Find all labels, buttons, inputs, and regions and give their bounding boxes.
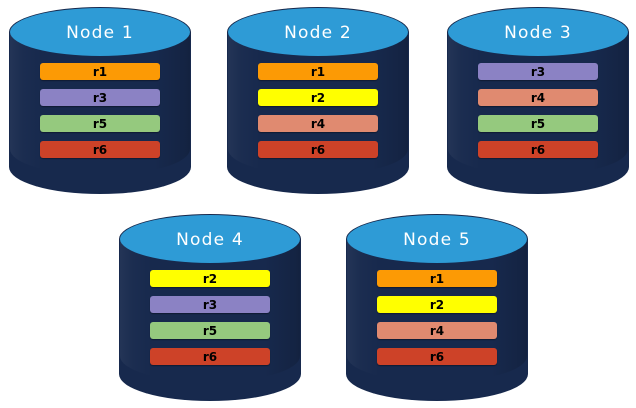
node-3-top-disc: Node 3 bbox=[448, 8, 628, 56]
node-1-label: Node 1 bbox=[66, 22, 134, 43]
node-2-label: Node 2 bbox=[284, 22, 352, 43]
replica-bar-r4[interactable]: r4 bbox=[377, 322, 497, 339]
node-3[interactable]: Node 3 r3 r4 r5 r6 bbox=[448, 8, 628, 193]
node-1-replica-list: r1 r3 r5 r6 bbox=[40, 63, 160, 158]
node-5-label: Node 5 bbox=[403, 229, 471, 250]
replica-bar-r5[interactable]: r5 bbox=[40, 115, 160, 132]
replica-bar-r6[interactable]: r6 bbox=[377, 348, 497, 365]
node-4[interactable]: Node 4 r2 r3 r5 r6 bbox=[120, 215, 300, 400]
node-1-top-disc: Node 1 bbox=[10, 8, 190, 56]
replica-bar-r5[interactable]: r5 bbox=[150, 322, 270, 339]
node-2-top-disc: Node 2 bbox=[228, 8, 408, 56]
replica-bar-r6[interactable]: r6 bbox=[40, 141, 160, 158]
node-4-replica-list: r2 r3 r5 r6 bbox=[150, 270, 270, 365]
replica-bar-r2[interactable]: r2 bbox=[258, 89, 378, 106]
replica-bar-r1[interactable]: r1 bbox=[377, 270, 497, 287]
node-4-top-disc: Node 4 bbox=[120, 215, 300, 263]
node-3-replica-list: r3 r4 r5 r6 bbox=[478, 63, 598, 158]
replica-bar-r1[interactable]: r1 bbox=[258, 63, 378, 80]
node-5[interactable]: Node 5 r1 r2 r4 r6 bbox=[347, 215, 527, 400]
replica-bar-r3[interactable]: r3 bbox=[150, 296, 270, 313]
replica-bar-r3[interactable]: r3 bbox=[40, 89, 160, 106]
replica-bar-r6[interactable]: r6 bbox=[258, 141, 378, 158]
node-2-replica-list: r1 r2 r4 r6 bbox=[258, 63, 378, 158]
replica-bar-r5[interactable]: r5 bbox=[478, 115, 598, 132]
node-3-label: Node 3 bbox=[504, 22, 572, 43]
node-4-label: Node 4 bbox=[176, 229, 244, 250]
node-1[interactable]: Node 1 r1 r3 r5 r6 bbox=[10, 8, 190, 193]
replica-bar-r2[interactable]: r2 bbox=[377, 296, 497, 313]
replica-bar-r2[interactable]: r2 bbox=[150, 270, 270, 287]
replica-bar-r3[interactable]: r3 bbox=[478, 63, 598, 80]
node-2[interactable]: Node 2 r1 r2 r4 r6 bbox=[228, 8, 408, 193]
node-5-top-disc: Node 5 bbox=[347, 215, 527, 263]
replica-bar-r6[interactable]: r6 bbox=[478, 141, 598, 158]
replica-bar-r4[interactable]: r4 bbox=[478, 89, 598, 106]
replica-bar-r6[interactable]: r6 bbox=[150, 348, 270, 365]
replica-bar-r4[interactable]: r4 bbox=[258, 115, 378, 132]
node-5-replica-list: r1 r2 r4 r6 bbox=[377, 270, 497, 365]
replica-bar-r1[interactable]: r1 bbox=[40, 63, 160, 80]
